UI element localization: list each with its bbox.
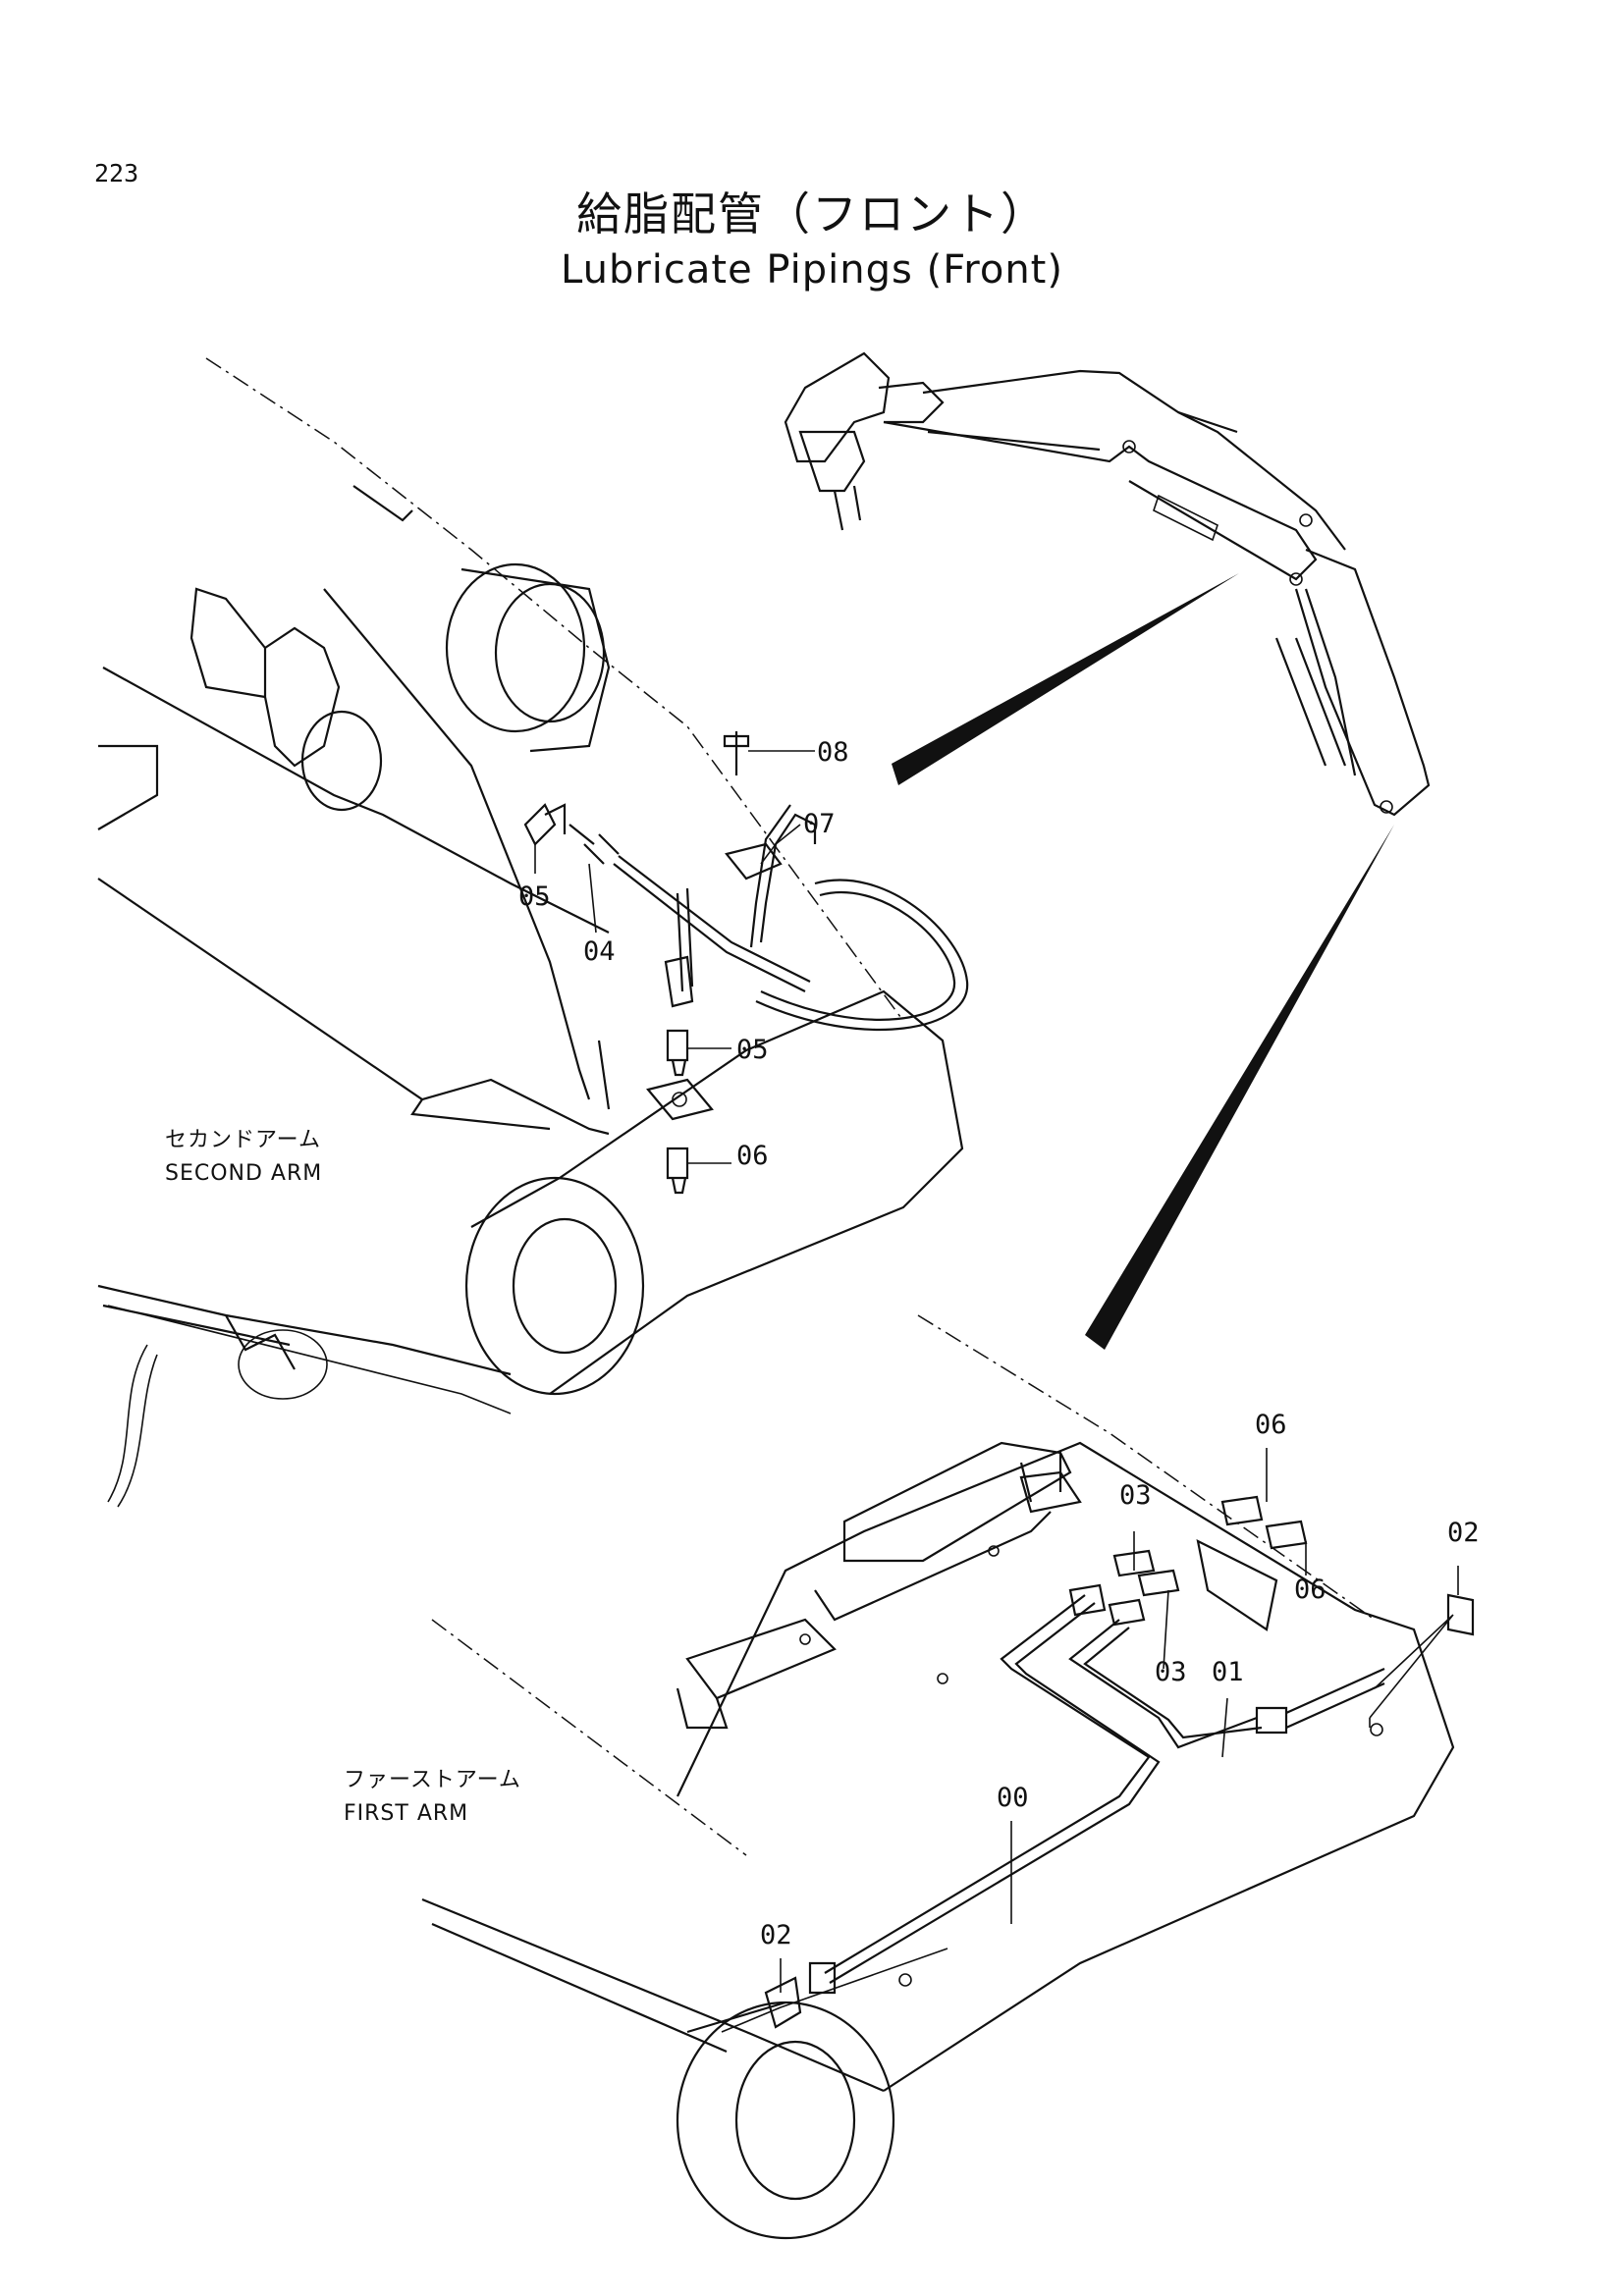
second-arm-label-en: SECOND ARM — [165, 1161, 322, 1186]
page-title-japanese: 給脂配管（フロント） — [576, 187, 1048, 240]
callout-03-upper: 03 — [1119, 1480, 1152, 1511]
callout-06-second-arm: 06 — [736, 1141, 769, 1171]
pointer-wedge-second-arm — [892, 573, 1239, 785]
page-number: 223 — [94, 159, 139, 187]
callout-05-left: 05 — [518, 881, 551, 912]
first-arm-detail — [421, 1314, 1475, 2240]
second-arm-detail — [97, 357, 969, 1508]
callout-01: 01 — [1212, 1657, 1244, 1687]
callout-00: 00 — [997, 1783, 1029, 1813]
excavator-front-overview — [784, 351, 1431, 817]
callout-08: 08 — [817, 737, 849, 768]
callout-02-top: 02 — [1447, 1518, 1480, 1548]
callout-06-right: 06 — [1294, 1575, 1326, 1605]
page-title-english: Lubricate Pipings (Front) — [561, 247, 1063, 293]
first-arm-label-jp: ファーストアーム — [344, 1768, 521, 1792]
callout-03-lower: 03 — [1155, 1657, 1187, 1687]
callout-06-top: 06 — [1255, 1410, 1287, 1440]
second-arm-label-jp: セカンドアーム — [165, 1128, 321, 1152]
pointer-wedge-first-arm — [1085, 825, 1394, 1350]
callout-02-bottom: 02 — [760, 1920, 792, 1950]
callout-05-right: 05 — [736, 1035, 769, 1065]
callout-07: 07 — [803, 809, 836, 839]
first-arm-label-en: FIRST ARM — [344, 1801, 468, 1826]
callout-04: 04 — [583, 936, 616, 967]
